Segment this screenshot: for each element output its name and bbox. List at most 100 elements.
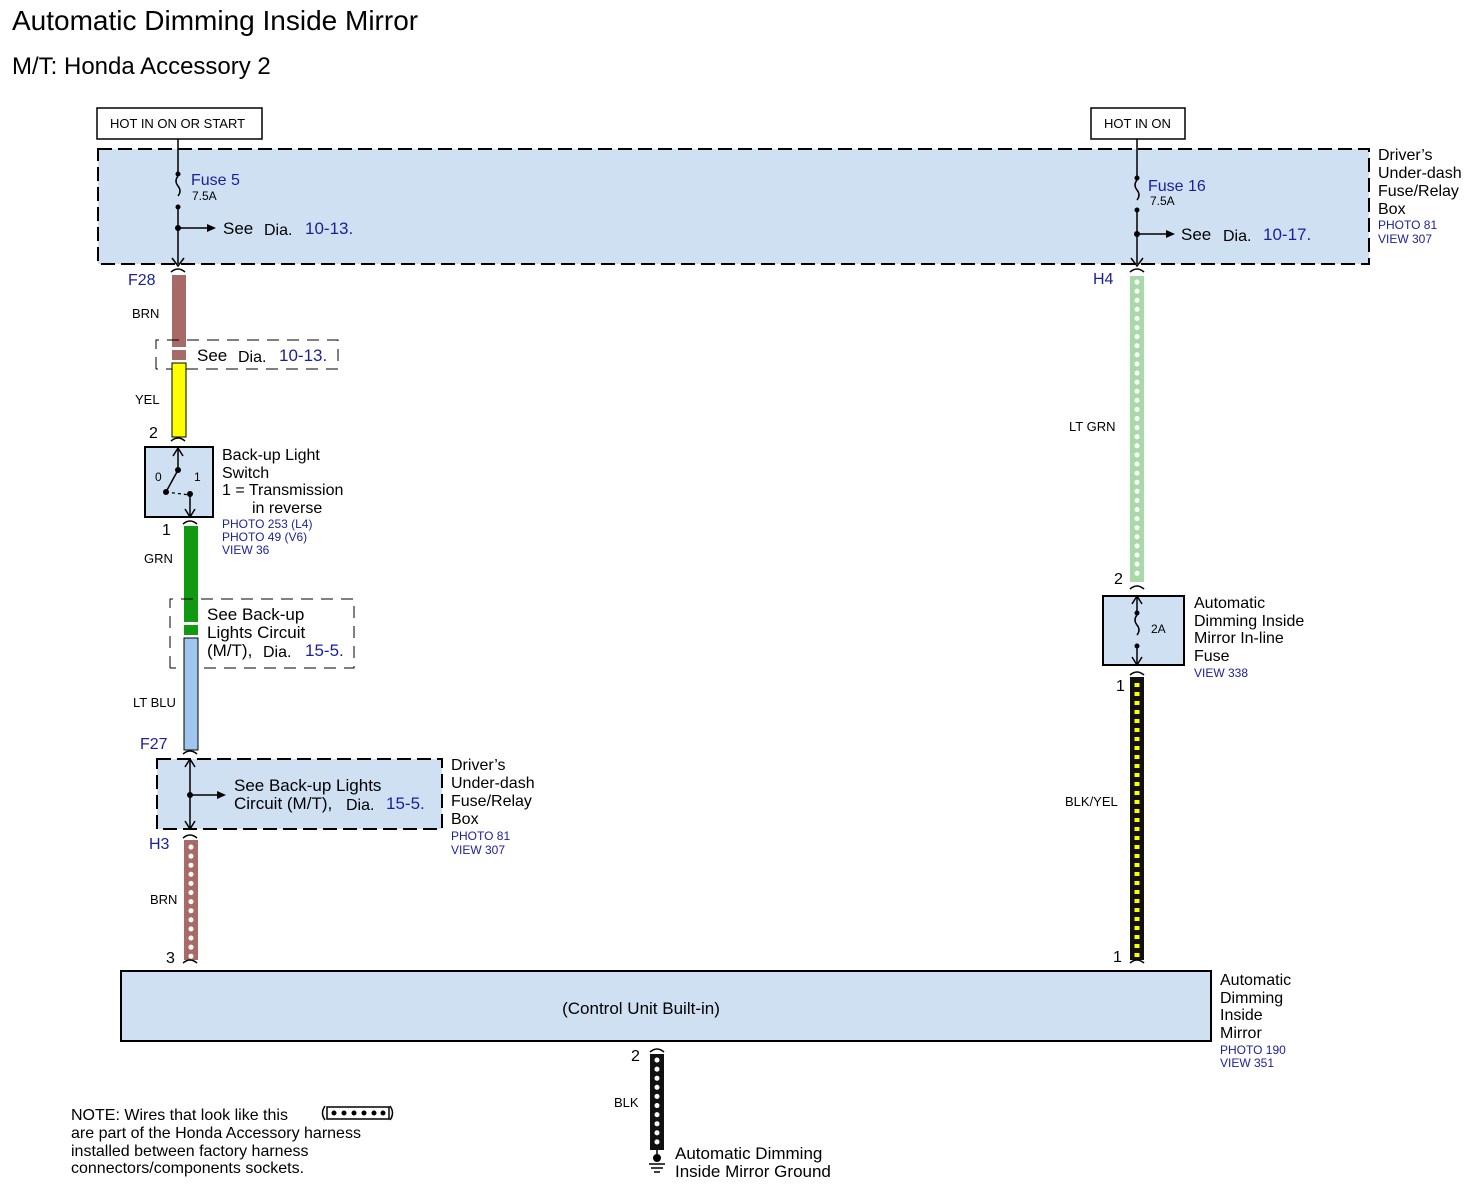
wire-lt-grn — [1130, 276, 1144, 583]
svg-text:1 = Transmission: 1 = Transmission — [222, 482, 343, 499]
svg-text:VIEW 351: VIEW 351 — [1220, 1056, 1274, 1070]
hot-label-right: HOT IN ON — [1104, 116, 1171, 131]
svg-text:Dia.: Dia. — [346, 797, 374, 814]
fuse-5: Fuse 5 7.5A See Dia. 10-13. — [171, 139, 353, 268]
svg-text:in reverse: in reverse — [252, 500, 322, 517]
svg-text:See Back-up: See Back-up — [207, 605, 304, 624]
svg-text:See: See — [1181, 225, 1211, 244]
svg-text:Automatic: Automatic — [1220, 972, 1291, 989]
hot-label-left-box — [96, 107, 263, 140]
svg-text:VIEW 338: VIEW 338 — [1194, 666, 1248, 680]
note: NOTE: Wires that look like this are part… — [71, 1105, 394, 1177]
connector-f27: F27 — [140, 736, 168, 753]
svg-text:Inside: Inside — [1220, 1007, 1263, 1024]
hot-label-left: HOT IN ON OR START — [110, 116, 245, 131]
page-title: Automatic Dimming Inside Mirror — [12, 5, 418, 36]
mirror-center-label: (Control Unit Built-in) — [562, 999, 720, 1018]
svg-text:Lights Circuit: Lights Circuit — [207, 623, 306, 642]
ground-label: Automatic Dimming Inside Mirror Ground — [675, 1144, 831, 1181]
wire-blk — [650, 1054, 664, 1150]
svg-text:See: See — [197, 346, 227, 365]
fuse-box-bottom-ref-link: 15-5. — [386, 794, 425, 813]
svg-text:Box: Box — [451, 811, 479, 828]
svg-text:See Back-up Lights: See Back-up Lights — [234, 776, 381, 795]
page-subtitle: M/T: Honda Accessory 2 — [12, 53, 271, 80]
splice-ref-1-link: 10-13. — [279, 346, 327, 365]
wire-label-grn: GRN — [144, 551, 173, 566]
svg-text:Dimming Inside: Dimming Inside — [1194, 613, 1304, 630]
accessory-harness-wire-icon — [321, 1105, 394, 1121]
svg-text:1: 1 — [1116, 678, 1125, 695]
hot-label-right-box — [1090, 107, 1186, 140]
f28-connector-mark — [170, 268, 186, 273]
svg-text:Under-dash: Under-dash — [1378, 165, 1462, 182]
svg-text:Switch: Switch — [222, 465, 269, 482]
svg-text:Driver’s: Driver’s — [1378, 147, 1433, 164]
wire-grn — [184, 526, 198, 622]
svg-text:Under-dash: Under-dash — [451, 775, 535, 792]
wire-label-blk: BLK — [614, 1095, 639, 1110]
svg-text:Inside Mirror Ground: Inside Mirror Ground — [675, 1162, 831, 1181]
fuse-16-rating: 7.5A — [1150, 194, 1175, 208]
svg-text:PHOTO 253 (L4): PHOTO 253 (L4) — [222, 517, 312, 531]
wire-label-blk-yel: BLK/YEL — [1065, 794, 1118, 809]
svg-text:Dia.: Dia. — [264, 222, 292, 239]
svg-text:installed between factory harn: installed between factory harness — [71, 1143, 308, 1160]
svg-text:Fuse: Fuse — [1194, 648, 1230, 665]
fuse-5-name: Fuse 5 — [191, 172, 240, 189]
svg-text:1: 1 — [162, 522, 171, 539]
svg-text:Fuse/Relay: Fuse/Relay — [1378, 183, 1459, 200]
wire-label-yel: YEL — [135, 392, 160, 407]
wire-blk-yel — [1130, 677, 1144, 960]
splice-ref-2: See Back-up Lights Circuit (M/T), Dia. 1… — [169, 598, 355, 669]
svg-text:Automatic: Automatic — [1194, 595, 1265, 612]
mirror-control-unit: (Control Unit Built-in) Automatic Dimmin… — [120, 970, 1291, 1070]
wire-yel — [171, 362, 187, 438]
mirror-pin-1: 1 — [1113, 949, 1122, 966]
splice-ref-2-link: 15-5. — [305, 641, 344, 660]
fuse-box-top — [97, 148, 1370, 265]
fuse-box-bottom: See Back-up Lights Circuit (M/T), Dia. 1… — [156, 757, 535, 857]
svg-text:Box: Box — [1378, 201, 1406, 218]
svg-text:PHOTO 190: PHOTO 190 — [1220, 1043, 1286, 1057]
svg-text:Fuse/Relay: Fuse/Relay — [451, 793, 532, 810]
fuse-16-name: Fuse 16 — [1148, 178, 1206, 195]
connector-h4: H4 — [1093, 271, 1114, 288]
wire-label-brn-top: BRN — [132, 306, 159, 321]
svg-text:2: 2 — [149, 425, 158, 442]
svg-text:Circuit (M/T),: Circuit (M/T), — [234, 794, 332, 813]
wire-label-lt-grn: LT GRN — [1069, 419, 1115, 434]
connector-f28: F28 — [128, 272, 156, 289]
mirror-pin-2: 2 — [631, 1048, 640, 1065]
svg-text:Dia.: Dia. — [263, 644, 291, 661]
svg-text:0: 0 — [155, 470, 162, 484]
connector-h3: H3 — [149, 836, 170, 853]
wire-lt-blu — [183, 637, 199, 751]
svg-text:Dia.: Dia. — [238, 349, 266, 366]
svg-text:Back-up Light: Back-up Light — [222, 447, 320, 464]
wire-label-lt-blu: LT BLU — [133, 695, 176, 710]
svg-text:(M/T),: (M/T), — [207, 641, 252, 660]
svg-text:2: 2 — [1114, 571, 1123, 588]
svg-text:VIEW 307: VIEW 307 — [1378, 232, 1432, 246]
mirror-pin-3: 3 — [166, 950, 175, 967]
fuse-16: Fuse 16 7.5A See Dia. 10-17. — [1130, 139, 1311, 268]
svg-text:Automatic Dimming: Automatic Dimming — [675, 1144, 822, 1163]
svg-text:Dimming: Dimming — [1220, 990, 1283, 1007]
splice-ref-1: See Dia. 10-13. — [155, 339, 339, 370]
backup-light-switch: 2 0 1 1 Back-up Light Switch 1 = Transmi… — [144, 425, 343, 557]
wire-brn-top — [172, 275, 186, 347]
svg-text:1: 1 — [194, 470, 201, 484]
fuse-5-ref-link: 10-13. — [305, 219, 353, 238]
svg-text:Driver’s: Driver’s — [451, 757, 506, 774]
fuse-5-rating: 7.5A — [192, 189, 217, 203]
svg-text:NOTE: Wires that look like thi: NOTE: Wires that look like this — [71, 1107, 288, 1124]
svg-text:VIEW 307: VIEW 307 — [451, 843, 505, 857]
svg-text:Mirror In-line: Mirror In-line — [1194, 630, 1284, 647]
svg-text:PHOTO 81: PHOTO 81 — [451, 829, 510, 843]
svg-text:2A: 2A — [1151, 622, 1166, 636]
fuse-box-top-name: Driver’s Under-dash Fuse/Relay Box PHOTO… — [1378, 147, 1462, 246]
svg-text:are part of the Honda Accessor: are part of the Honda Accessory harness — [71, 1125, 361, 1142]
ground-icon — [649, 1150, 665, 1173]
